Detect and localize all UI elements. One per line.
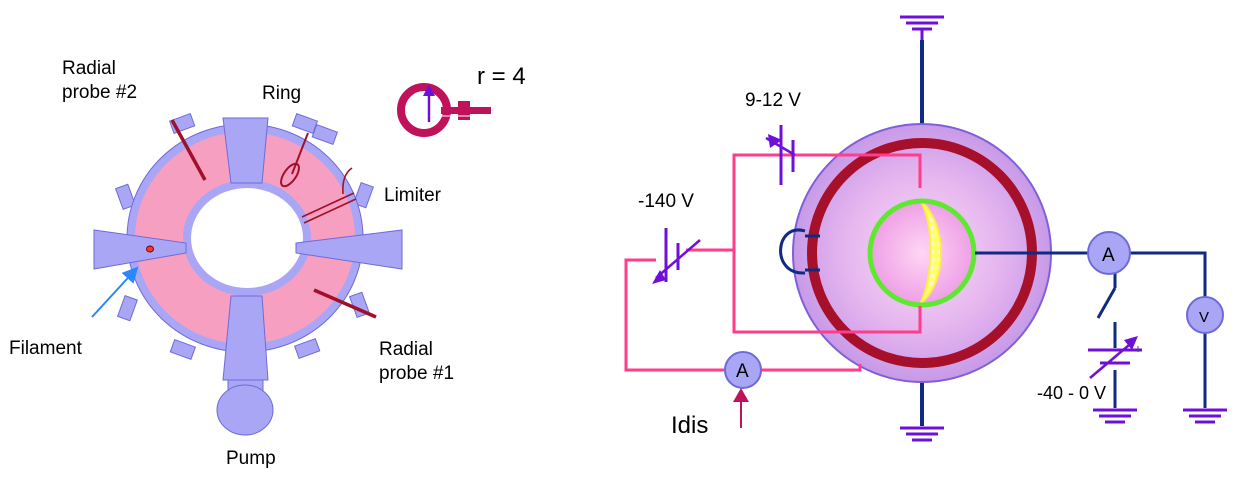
ground-bottom-voltmeter: [1183, 408, 1227, 424]
battery-9-12v: [765, 125, 796, 185]
battery-minus-140v: [652, 228, 701, 284]
radial-probe-1: [313, 288, 377, 319]
left-probe-loop: [779, 228, 806, 275]
ring-icon: [397, 83, 491, 137]
filament-arrow: [91, 266, 139, 318]
label-r-equals: r = 4: [477, 63, 526, 90]
ground-bottom-center: [900, 426, 944, 442]
ports: [93, 117, 403, 436]
label-radial-probe-1-line2: probe #1: [379, 363, 454, 384]
navy-wires: [975, 251, 1207, 408]
label-radial-probe-2-line2: probe #2: [62, 82, 137, 103]
label-ring: Ring: [262, 83, 301, 104]
label-filament: Filament: [9, 338, 83, 359]
battery-variable: [1088, 336, 1142, 379]
inner-core: [870, 201, 974, 305]
torus-device: Radial probe #2 Ring r = 4 Limiter Filam…: [9, 58, 526, 469]
voltmeter: [1186, 296, 1224, 334]
torus-hole: [191, 188, 303, 288]
idis-arrowhead: [733, 388, 749, 402]
filament-dot: [146, 245, 154, 253]
radial-probe-2: [170, 119, 207, 181]
label-radial-probe-2-line1: Radial: [62, 58, 116, 79]
ammeter-right: [1087, 231, 1131, 275]
label-idis: Idis: [671, 412, 708, 439]
port-flanges: [114, 112, 374, 360]
ring-probe-stem: [291, 132, 309, 175]
ammeter-left: [724, 351, 762, 389]
pink-wires: [624, 153, 922, 372]
label-limiter: Limiter: [384, 185, 442, 206]
circuit: A A V: [624, 15, 1227, 442]
label-minus-40-0v: -40 - 0 V: [1037, 383, 1106, 403]
label-9-12v: 9-12 V: [745, 90, 801, 111]
label-radial-probe-1-line1: Radial: [379, 339, 433, 360]
ammeter-right-label: A: [1102, 245, 1115, 266]
label-pump: Pump: [226, 448, 276, 469]
limiter: [301, 167, 357, 224]
ring-probe-loop: [280, 162, 300, 188]
inner-ring: [867, 198, 977, 308]
voltmeter-label: V: [1199, 309, 1209, 326]
ground-bottom-variable: [1093, 408, 1137, 424]
ammeter-left-label: A: [736, 361, 749, 382]
ground-top: [900, 15, 944, 40]
label-minus-140v: -140 V: [638, 191, 694, 212]
